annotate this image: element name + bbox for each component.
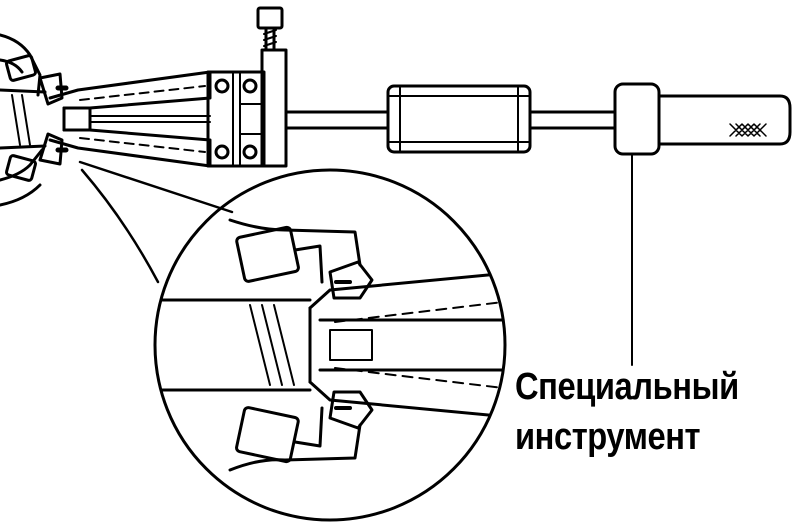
handle-grip <box>657 94 792 146</box>
screw-head-icon <box>214 144 230 160</box>
hub-assembly <box>0 33 69 207</box>
label-line-1: Специальный <box>515 366 739 408</box>
screw-head-icon <box>242 78 258 94</box>
upper-bearing-roller <box>5 54 37 82</box>
slide-weight <box>386 84 532 154</box>
upper-seal <box>38 72 64 106</box>
handle-collar <box>613 82 661 156</box>
screw-head-icon <box>242 144 258 160</box>
detail-upper-seal <box>328 260 374 300</box>
screw-head-icon <box>214 78 230 94</box>
special-tool-label: Специальный инструмент <box>515 362 739 462</box>
puller-jaws <box>48 70 212 168</box>
t-bar-bolt <box>256 6 288 168</box>
lower-bearing-roller <box>5 154 37 182</box>
detail-magnifier <box>78 160 507 522</box>
slide-hammer <box>284 82 792 156</box>
detail-upper-roller <box>235 225 300 283</box>
clamp-block <box>206 70 266 168</box>
lower-seal <box>38 132 64 166</box>
detail-lower-seal <box>328 390 374 430</box>
label-line-2: инструмент <box>515 416 701 458</box>
detail-lower-roller <box>235 406 300 464</box>
